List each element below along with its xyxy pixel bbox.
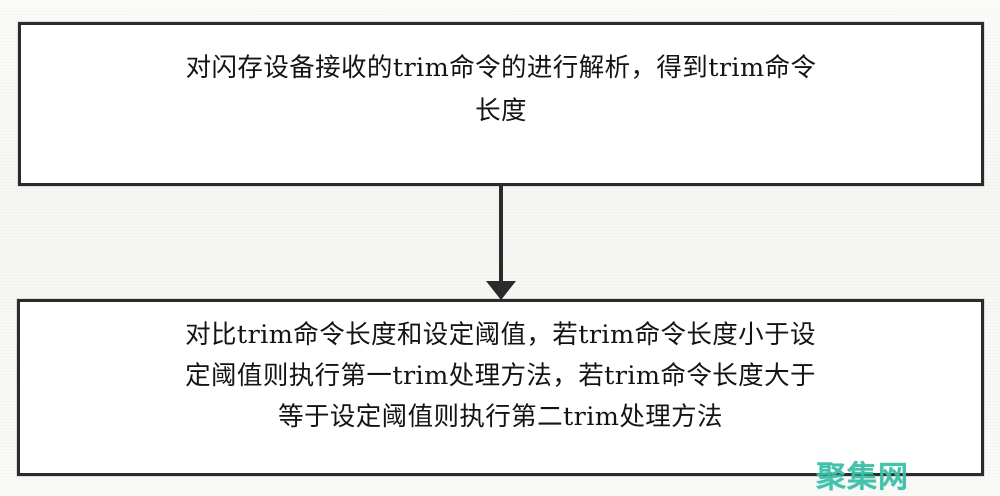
arrow-head-icon [486, 281, 516, 300]
site-watermark: 聚集网 [816, 460, 909, 495]
flowchart-node-parse-text: 对闪存设备接收的trim命令的进行解析，得到trim命令 长度 [185, 53, 817, 126]
flowchart-node-compare-threshold: 对比trim命令长度和设定阈值，若trim命令长度小于设 定阈值则执行第一tri… [17, 299, 984, 476]
flowchart-node-parse-trim-command: 对闪存设备接收的trim命令的进行解析，得到trim命令 长度 [18, 22, 984, 186]
flowchart-node-compare-text: 对比trim命令长度和设定阈值，若trim命令长度小于设 定阈值则执行第一tri… [185, 320, 816, 432]
